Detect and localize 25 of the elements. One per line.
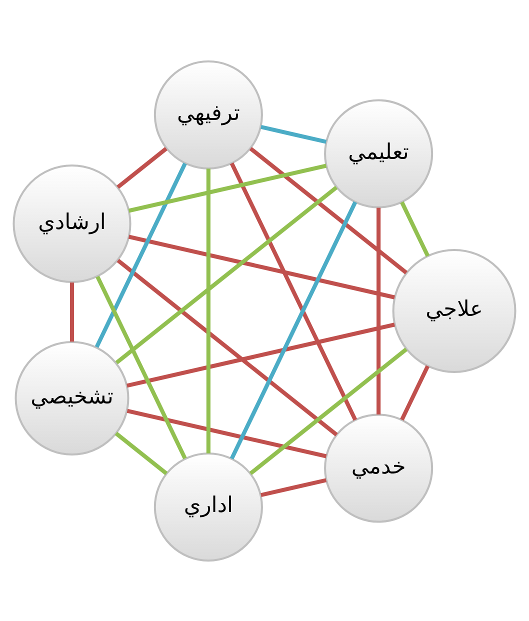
connector — [70, 282, 74, 342]
node-circle: تشخيصي — [14, 340, 130, 455]
connector — [376, 207, 381, 414]
connector — [128, 163, 327, 212]
node-circle: ترفيهي — [154, 60, 263, 169]
connector — [116, 146, 168, 188]
connector — [126, 322, 395, 388]
connector — [400, 200, 430, 256]
node-circle: اداري — [154, 452, 263, 562]
connector — [249, 146, 408, 274]
node-circle: خدمي — [324, 413, 434, 522]
connector — [96, 275, 187, 459]
connector — [126, 408, 327, 458]
connector — [114, 431, 168, 475]
connector — [94, 162, 187, 348]
node-circle: علاجي — [392, 248, 516, 372]
node-circle: تعليمي — [324, 98, 434, 208]
connector — [115, 185, 338, 364]
connector — [260, 478, 327, 497]
connector — [116, 258, 338, 436]
node-circle: ارشادي — [12, 164, 132, 283]
connector — [400, 364, 430, 420]
connector — [128, 234, 395, 299]
connector — [260, 124, 327, 144]
connector — [249, 347, 408, 475]
